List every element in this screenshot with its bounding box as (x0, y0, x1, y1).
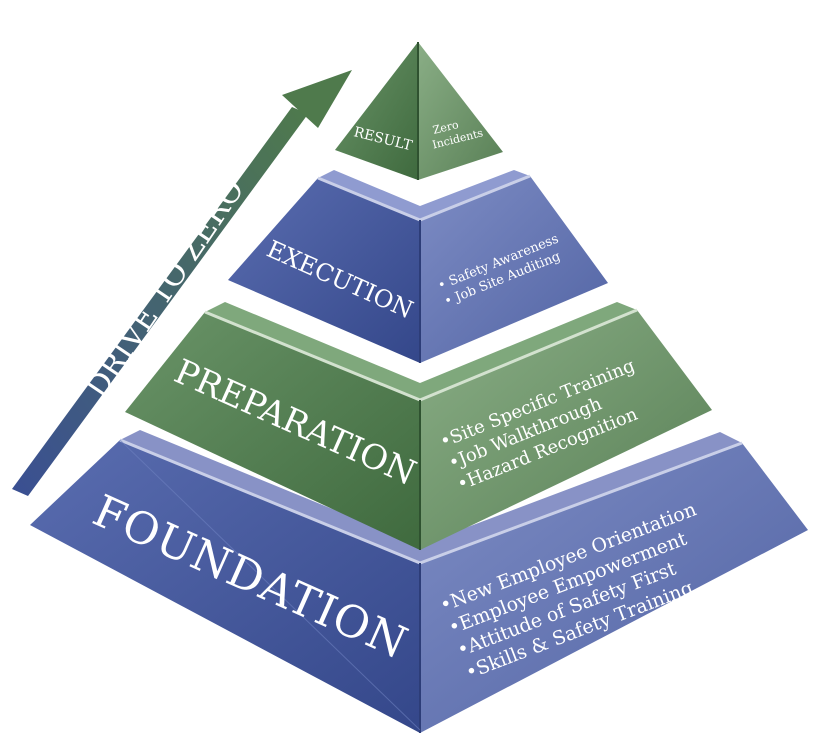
foundation-left-face (30, 440, 420, 733)
result-item-1: Zero (431, 118, 460, 137)
result-right-face (418, 42, 503, 180)
foundation-right-face (420, 443, 808, 733)
preparation-top-band (205, 302, 637, 400)
tier-execution: EXECUTION • Safety Awareness • Job Site … (228, 170, 608, 363)
arrow-shaft (12, 107, 308, 496)
execution-right-face (420, 176, 608, 363)
result-left-face (335, 42, 418, 180)
arrow-head (282, 70, 352, 128)
tier-preparation: PREPARATION •Site Specific Training •Job… (125, 302, 712, 550)
tier-result: RESULT Zero Incidents (335, 42, 503, 180)
preparation-left-face (125, 312, 420, 550)
execution-left-face (228, 178, 420, 363)
foundation-sheen (119, 439, 421, 731)
